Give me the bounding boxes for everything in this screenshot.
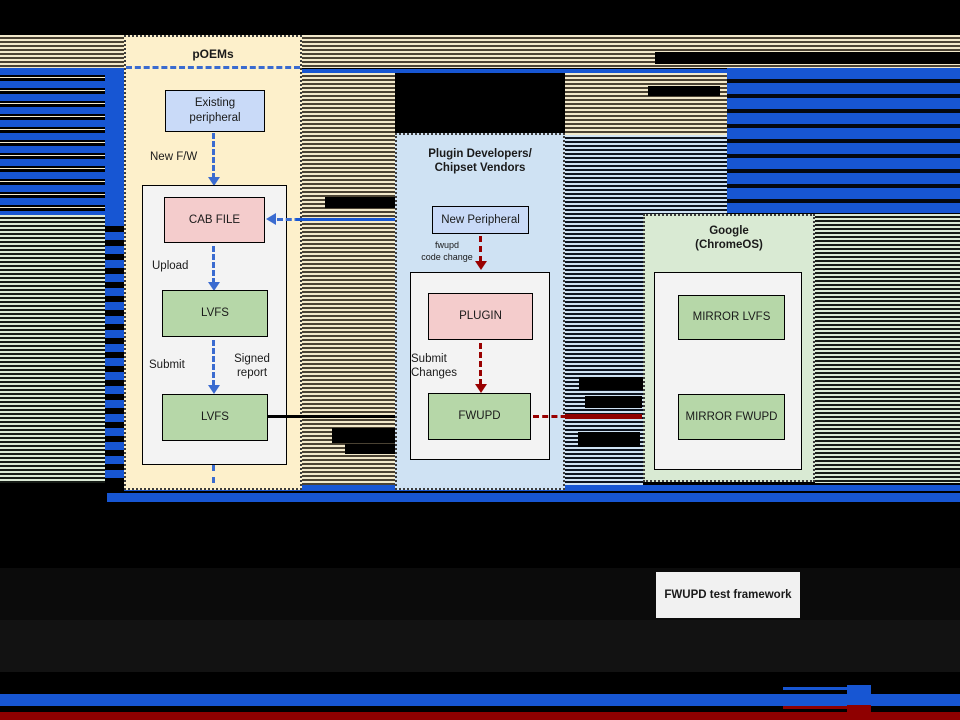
glitch-dark-band-1 [0, 568, 960, 620]
glitch-stripes-blue-topright [727, 68, 960, 213]
redacted-text-bar [579, 377, 643, 390]
glitch-blue-thin-line [783, 687, 847, 690]
redacted-text-bar [585, 396, 642, 408]
arrow-upload-line [212, 246, 215, 284]
arrow-submit-head [208, 385, 220, 394]
glitch-stripes-green-right [815, 214, 960, 483]
arrow-newperipheral-to-cab-solid-segment [296, 218, 397, 221]
glitch-stripes-tan-gap2 [565, 73, 727, 135]
label-submit: Submit [149, 359, 185, 371]
label-new-fw: New F/W [150, 151, 198, 163]
glitch-blue-band-2 [107, 493, 960, 502]
redacted-text-bar [655, 52, 960, 64]
redacted-text-bar [325, 197, 397, 208]
glitch-stripes-green-left [0, 215, 105, 483]
arrow-upload-head [208, 282, 220, 291]
redacted-text-bar [578, 432, 640, 447]
node-mirror-fwupd: MIRROR FWUPD [678, 394, 785, 440]
arrow-newperipheral-to-cab-head [266, 213, 276, 225]
redacted-text-bar [648, 86, 720, 96]
redacted-text-bar [345, 444, 397, 454]
node-lvfs-lower: LVFS [162, 394, 268, 441]
glitch-red-thin-line [783, 706, 850, 709]
node-new-peripheral: New Peripheral [432, 206, 529, 234]
fwupd-test-framework-box: FWUPD test framework [656, 572, 800, 618]
label-upload: Upload [152, 260, 189, 272]
glitch-red-block [847, 705, 871, 713]
poems-divider-dashed [126, 66, 300, 69]
zone-plugin-title: Plugin Developers/ Chipset Vendors [428, 148, 532, 175]
arrow-submit-changes-head [475, 384, 487, 393]
glitch-blue-bottom-band [0, 694, 960, 706]
glitch-blue-line-top [302, 69, 960, 73]
glitch-stripes-lightblue-above-google [643, 135, 727, 214]
glitch-blue-column-dashed [105, 218, 124, 483]
glitch-stripes-lightblue-gap [565, 135, 643, 490]
arrow-new-fw-line [212, 133, 215, 179]
node-cab-file: CAB FILE [164, 197, 265, 243]
arrow-fwupd-to-mirror-solid-segment [565, 414, 642, 419]
zone-poems-title: pOEMs [192, 47, 234, 61]
label-fwupd-code-change: fwupd code change [421, 240, 473, 262]
label-submit-changes: Submit Changes [411, 353, 458, 380]
glitch-stripes-tan-gap1 [302, 73, 395, 490]
node-existing-peripheral: Existing peripheral [165, 90, 265, 132]
arrow-poems-exit-line [212, 465, 215, 483]
glitch-stripes-tan-topleft [0, 35, 124, 68]
arrow-submit-line [212, 340, 215, 386]
redacted-text-bar [332, 428, 397, 443]
zone-google-title: Google (ChromeOS) [695, 225, 763, 252]
label-signed-report: Signed report [234, 353, 270, 380]
arrow-lvfs-to-fwupd-line [268, 415, 419, 418]
arrow-code-change-line [479, 236, 482, 262]
node-mirror-lvfs: MIRROR LVFS [678, 295, 785, 340]
glitch-blue-column-solid [105, 68, 124, 218]
arrow-new-fw-head [208, 177, 220, 186]
glitch-stripes-mixed-left [0, 68, 105, 215]
glitch-red-bottom-band [0, 712, 960, 720]
node-fwupd: FWUPD [428, 393, 531, 440]
arrow-code-change-head [475, 261, 487, 270]
node-lvfs-upper: LVFS [162, 290, 268, 337]
node-plugin: PLUGIN [428, 293, 533, 340]
arrow-submit-changes-line [479, 343, 482, 385]
glitch-dark-band-2 [0, 620, 960, 672]
